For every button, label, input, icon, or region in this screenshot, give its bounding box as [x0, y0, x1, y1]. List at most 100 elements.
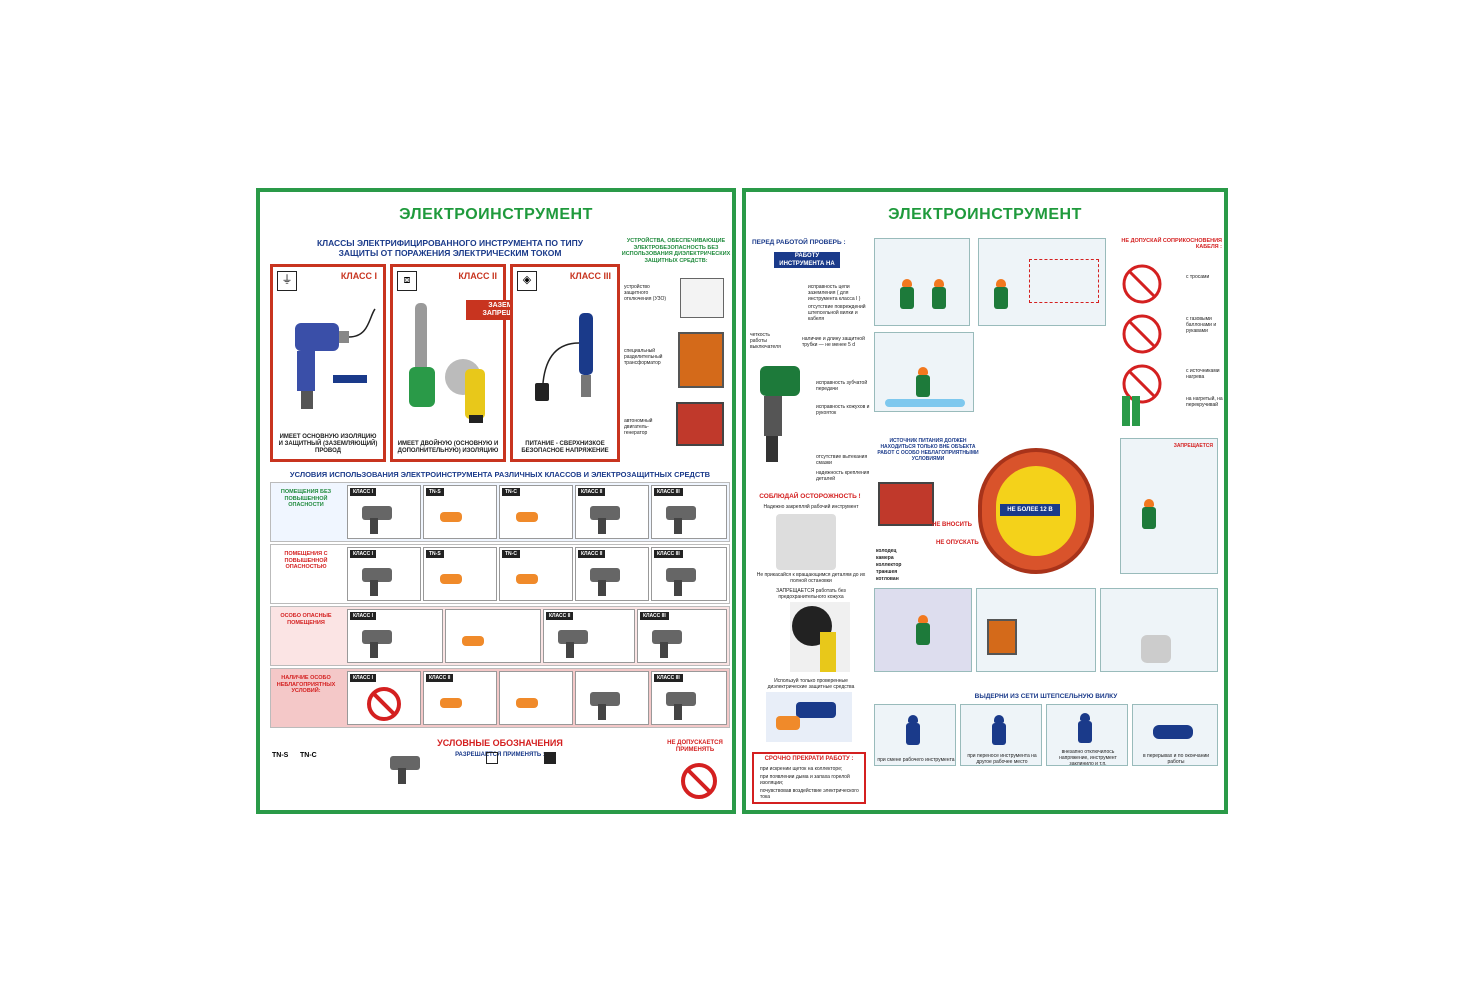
- conditions-heading: УСЛОВИЯ ИСПОЛЬЗОВАНИЯ ЭЛЕКТРОИНСТРУМЕНТА…: [289, 470, 711, 479]
- class3-label: КЛАСС III: [569, 271, 611, 281]
- row-no-danger: ПОМЕЩЕНИЯ БЕЗ ПОВЫШЕННОЙ ОПАСНОСТИ КЛАСС…: [270, 482, 730, 542]
- row-label: НАЛИЧИЕ ОСОБО НЕБЛАГОПРИЯТНЫХ УСЛОВИЙ:: [276, 675, 336, 694]
- cell: КЛАСС III: [651, 547, 727, 601]
- transformer-icon: [678, 332, 724, 388]
- contact-item: на нагретый, на перекручивай: [1186, 396, 1223, 408]
- gloves-drill-icon: [766, 692, 852, 742]
- cell: КЛАСС I: [347, 671, 421, 725]
- unplug-scene: при переносе инструмента на другое рабоч…: [960, 704, 1042, 766]
- source-heading: ИСТОЧНИК ПИТАНИЯ ДОЛЖЕН НАХОДИТЬСЯ ТОЛЬК…: [877, 438, 979, 462]
- careful-heading: СОБЛЮДАЙ ОСТОРОЖНОСТЬ !: [759, 493, 861, 500]
- row-unfavorable: НАЛИЧИЕ ОСОБО НЕБЛАГОПРИЯТНЫХ УСЛОВИЙ: К…: [270, 668, 730, 728]
- check-item: отсутствие повреждений штепсельной вилки…: [808, 304, 866, 322]
- check-item: отсутствие вытекания смазки: [816, 454, 868, 466]
- legend-class3-icon: [544, 752, 556, 764]
- place: котлован: [876, 576, 899, 582]
- cell: КЛАСС III: [637, 609, 727, 663]
- class1-desc: ИМЕЕТ ОСНОВНУЮ ИЗОЛЯЦИЮ И ЗАЩИТНЫЙ (ЗАЗЕ…: [278, 434, 378, 454]
- rcd-icon: [680, 278, 724, 318]
- cell: [499, 671, 573, 725]
- class3-desc: ПИТАНИЕ - СВЕРХНИЗКОЕ БЕЗОПАСНОЕ НАПРЯЖЕ…: [521, 441, 609, 454]
- cell: КЛАСС I: [347, 609, 443, 663]
- voltage-label: НЕ БОЛЕЕ 12 В: [1000, 504, 1060, 516]
- legend-tns: TN-S: [272, 752, 289, 759]
- check-drill-icon: [760, 366, 800, 462]
- row-label: ПОМЕЩЕНИЯ БЕЗ ПОВЫШЕННОЙ ОПАСНОСТИ: [280, 489, 332, 508]
- row-increased-danger: ПОМЕЩЕНИЯ С ПОВЫШЕННОЙ ОПАСНОСТЬЮ КЛАСС …: [270, 544, 730, 604]
- cell: КЛАСС II: [575, 547, 649, 601]
- careful-item: Надежно закрепляй рабочий инструмент: [763, 504, 859, 510]
- legend-allowed: РАЗРЕШАЕТСЯ ПРИМЕНЯТЬ :: [455, 752, 545, 758]
- careful-item: ЗАПРЕЩАЕТСЯ работать без предохранительн…: [776, 588, 846, 600]
- scene-ladder: ЗАПРЕЩАЕТСЯ: [1120, 438, 1218, 574]
- contact-item: с тросами: [1186, 274, 1210, 280]
- row-label: ПОМЕЩЕНИЯ С ПОВЫШЕННОЙ ОПАСНОСТЬЮ: [284, 551, 328, 570]
- check-box: РАБОТУ ИНСТРУМЕНТА НА ХОЛОСТОМ ХОДУ: [774, 252, 840, 275]
- scene-unsuitable-tool: [874, 238, 970, 326]
- unplug-scene: в перерывах и по окончании работы: [1132, 704, 1218, 766]
- unplug-scene: при смене рабочего инструмента: [874, 704, 956, 766]
- stop-item: при искрении щеток на коллекторе;: [760, 766, 843, 772]
- cell: [575, 671, 649, 725]
- poster-right: ЭЛЕКТРОИНСТРУМЕНТ ПЕРЕД РАБОТОЙ ПРОВЕРЬ …: [742, 188, 1228, 814]
- grinder-icon: [790, 602, 850, 672]
- cell: [445, 609, 541, 663]
- place: колодец: [876, 548, 897, 554]
- poster-left: ЭЛЕКТРОИНСТРУМЕНТ КЛАССЫ ЭЛЕКТРИФИЦИРОВА…: [256, 188, 736, 814]
- scene-well: [874, 588, 972, 672]
- legend-tnc: TN-C: [300, 752, 317, 759]
- contact-item: с источниками нагрева: [1186, 368, 1220, 380]
- stop-box: СРОЧНО ПРЕКРАТИ РАБОТУ : при искрении ще…: [752, 752, 866, 804]
- cell: TN-S: [423, 485, 497, 539]
- cell: КЛАСС III: [651, 485, 727, 539]
- prohibited-icon: [367, 687, 401, 721]
- poster-right-title: ЭЛЕКТРОИНСТРУМЕНТ: [888, 206, 1082, 223]
- low-voltage-tool-icon: [535, 313, 593, 401]
- cell: КЛАСС III: [651, 671, 727, 725]
- check-item: четкость работы выключателя: [750, 332, 781, 350]
- cell: КЛАСС I: [347, 485, 421, 539]
- legend-forbidden: НЕ ДОПУСКАЕТСЯ ПРИМЕНЯТЬ: [667, 740, 723, 753]
- no-carry: НЕ ВНОСИТЬ: [932, 522, 972, 528]
- forbidden-label: ЗАПРЕЩАЕТСЯ: [1173, 443, 1213, 449]
- row-label: ОСОБО ОПАСНЫЕ ПОМЕЩЕНИЯ: [280, 613, 332, 626]
- row-especially-dangerous: ОСОБО ОПАСНЫЕ ПОМЕЩЕНИЯ КЛАСС I КЛАСС II…: [270, 606, 730, 666]
- ground-icon: ⏚: [277, 271, 297, 291]
- cell: КЛАСС II: [543, 609, 635, 663]
- place: траншея: [876, 569, 898, 575]
- chuck-icon: [776, 514, 836, 570]
- cell: КЛАСС II: [575, 485, 649, 539]
- scene-autotransformer: [1100, 588, 1218, 672]
- unplug-scene: внезапно отключилось напряжение, инструм…: [1046, 704, 1128, 766]
- careful-item: Не прикасайся к вращающимся деталям до и…: [756, 572, 866, 584]
- stop-item: при появлении дыма и запаха горелой изол…: [760, 774, 850, 786]
- scene-wall-wiring: [978, 238, 1106, 326]
- cell: КЛАСС I: [347, 547, 421, 601]
- cell: КЛАСС II: [423, 671, 497, 725]
- tank-icon: НЕ БОЛЕЕ 12 В: [978, 448, 1094, 574]
- scene-transformer: [976, 588, 1096, 672]
- drill-icon: [295, 308, 376, 409]
- class2-desc: ИМЕЕТ ДВОЙНУЮ (ОСНОВНУЮ И ДОПОЛНИТЕЛЬНУЮ…: [397, 441, 499, 454]
- unplug-heading: ВЫДЕРНИ ИЗ СЕТИ ШТЕПСЕЛЬНУЮ ВИЛКУ: [974, 693, 1118, 700]
- no-contact-icons: [1122, 264, 1162, 426]
- check-item: исправность цепи заземления ( для инстру…: [808, 284, 861, 302]
- check-heading: ПЕРЕД РАБОТОЙ ПРОВЕРЬ :: [752, 239, 846, 246]
- stop-item: почувствовав воздействие электрического …: [760, 788, 859, 800]
- check-item: наличие и длину защитной трубки — не мен…: [802, 336, 865, 348]
- class2-box: ⧈ КЛАСС II ИМЕЕТ ДВОЙНУЮ (ОСНОВНУЮ И ДОП…: [390, 264, 506, 462]
- devices-heading: УСТРОЙСТВА, ОБЕСПЕЧИВАЮЩИЕ ЭЛЕКТРОБЕЗОПА…: [621, 238, 731, 264]
- class1-box: ⏚ КЛАСС I ИМЕЕТ ОСНОВНУЮ ИЗОЛЯЦИЮ И ЗАЩИ…: [270, 264, 386, 462]
- device-generator-label: автономный двигатель-генератор: [624, 418, 653, 436]
- class3-box: ◈ КЛАСС III ПИТАНИЕ - СВЕРХНИЗКОЕ БЕЗОПА…: [510, 264, 620, 462]
- stop-heading: СРОЧНО ПРЕКРАТИ РАБОТУ :: [764, 756, 854, 762]
- contact-item: с газовыми баллонами и рукавами: [1186, 316, 1217, 334]
- legend-prohibited-icon: [681, 763, 717, 799]
- device-transformer-label: специальный разделительный трансформатор: [624, 348, 663, 366]
- careful-item: Используй только проверенные диэлектриче…: [767, 678, 855, 690]
- legend-heading: УСЛОВНЫЕ ОБОЗНАЧЕНИЯ: [437, 738, 563, 748]
- generator-icon: [878, 482, 934, 526]
- place: камера: [876, 555, 894, 561]
- class3-diamond-icon: ◈: [517, 271, 537, 291]
- cell: TN-S: [423, 547, 497, 601]
